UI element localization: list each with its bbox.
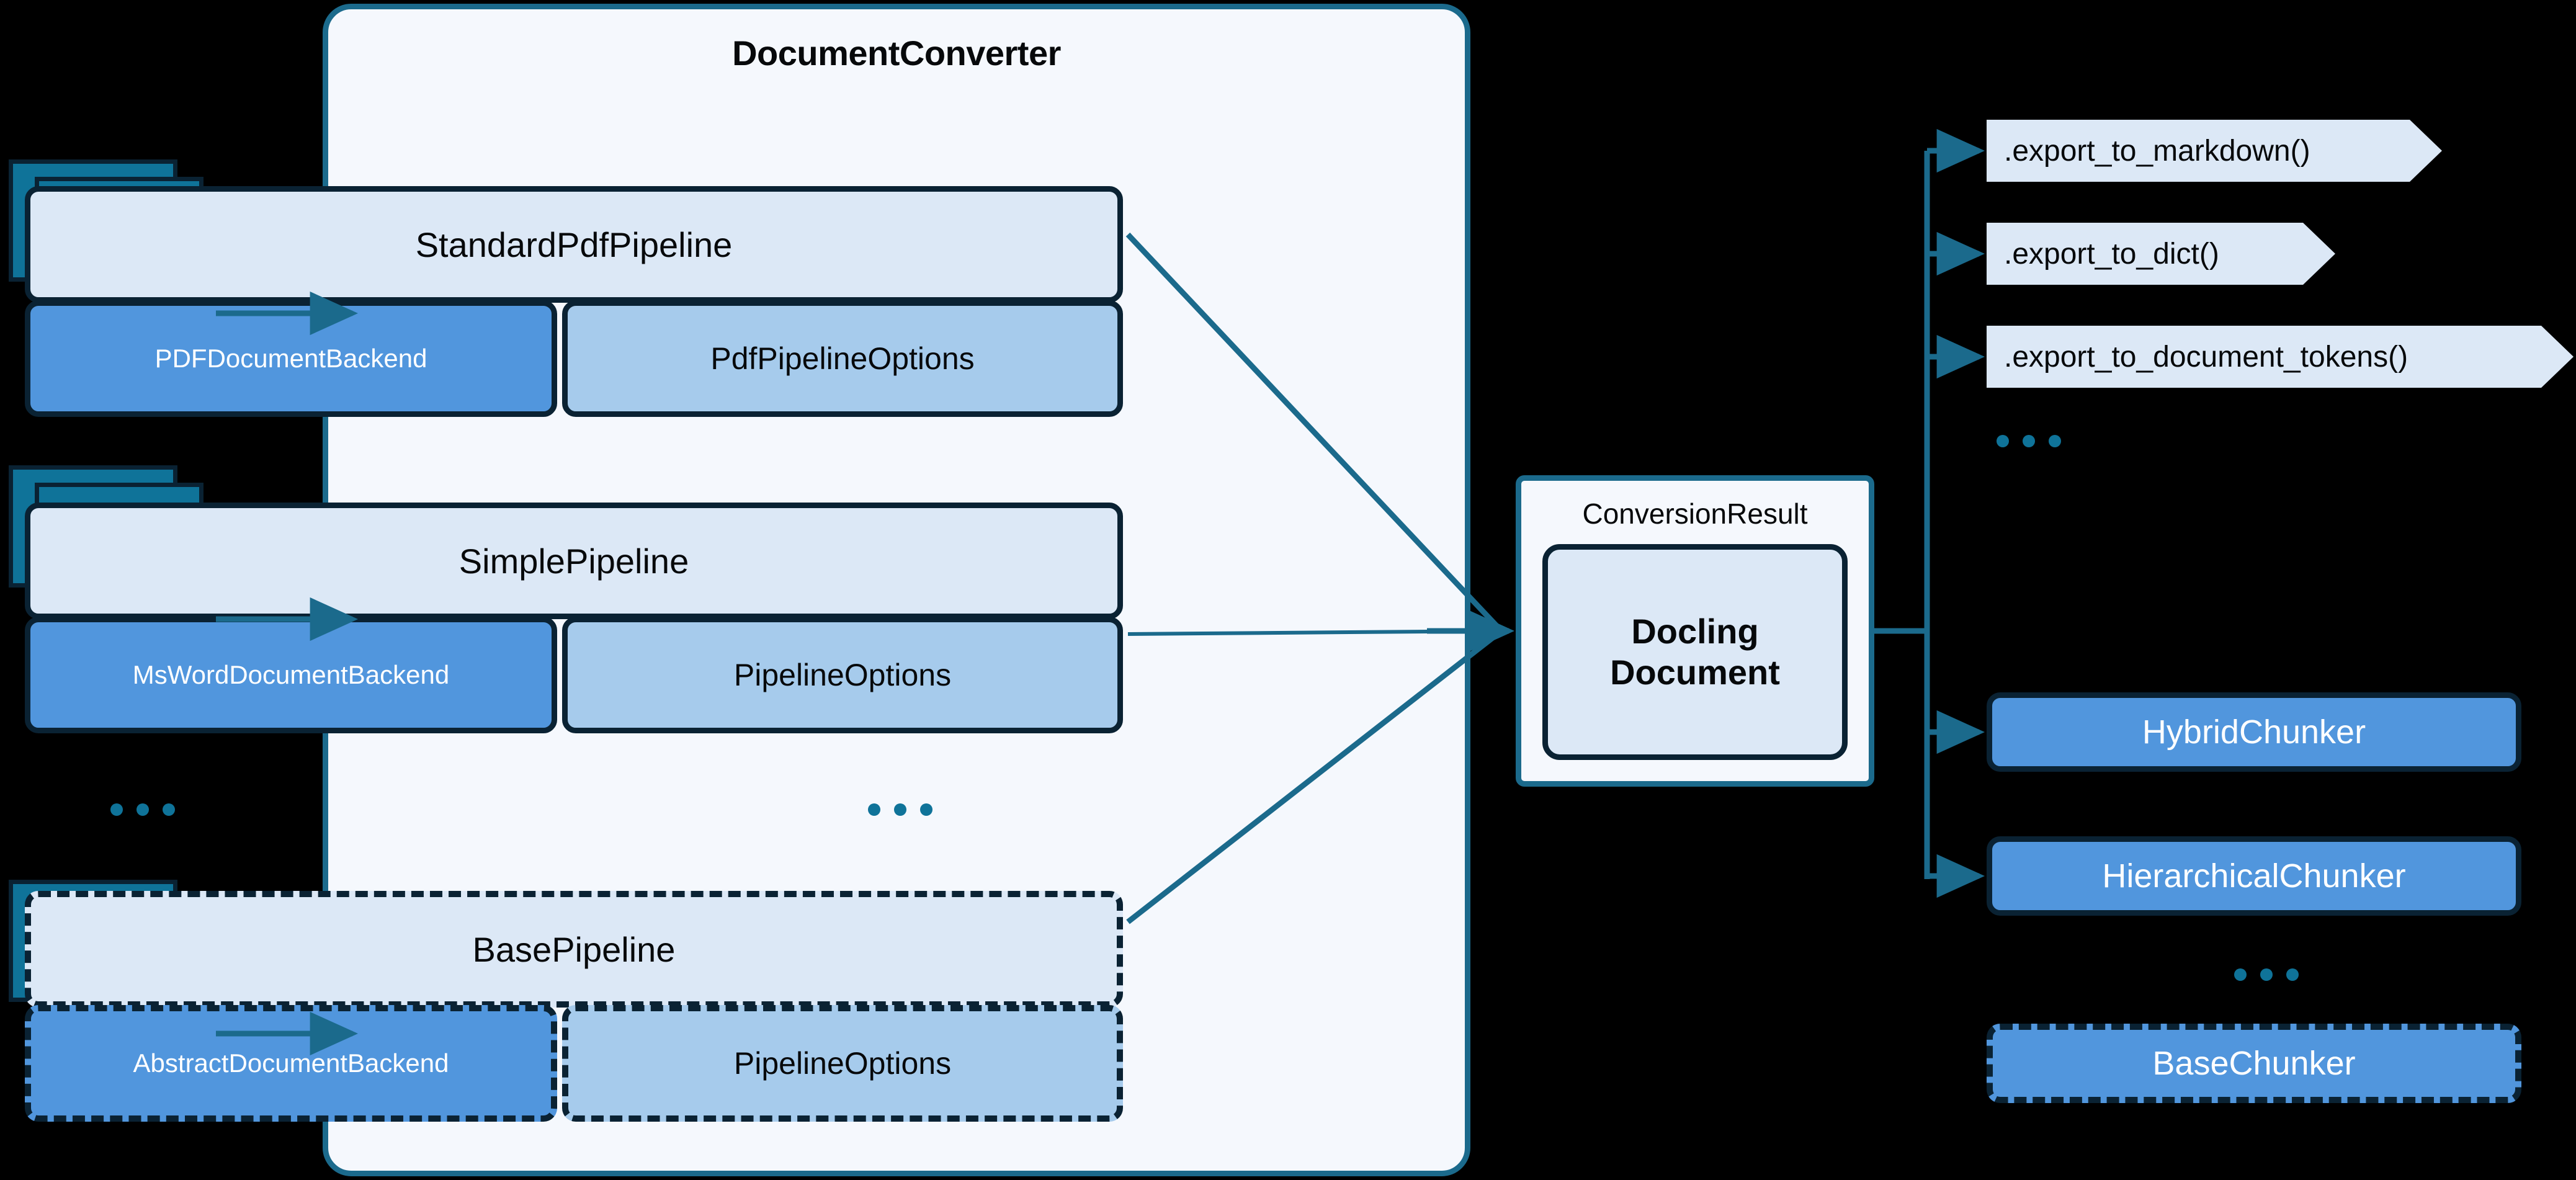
pipelines-ellipsis-dot-1 xyxy=(868,803,880,816)
pipeline-standard-pdf-row: PDFDocumentBackend PdfPipelineOptions xyxy=(25,300,1123,417)
exports-ellipsis-dot-3 xyxy=(2049,435,2061,447)
options-base-pipeline[interactable]: PipelineOptions xyxy=(562,1005,1123,1122)
docling-document-label-line2: Document xyxy=(1610,653,1780,692)
export-to-dict-label: .export_to_dict() xyxy=(2004,237,2219,270)
pipeline-standard-pdf-label: StandardPdfPipeline xyxy=(415,225,733,264)
pipelines-ellipsis-dot-2 xyxy=(894,803,906,816)
document-converter-title: DocumentConverter xyxy=(732,34,1061,73)
backend-abstract-document-label: AbstractDocumentBackend xyxy=(133,1048,449,1078)
chunkers-ellipsis-dot-2 xyxy=(2260,968,2273,981)
options-base-pipeline-label: PipelineOptions xyxy=(733,1046,952,1081)
chunkers-ellipsis-dot-3 xyxy=(2286,968,2299,981)
exports-ellipsis xyxy=(1997,435,2061,447)
chunker-base[interactable]: BaseChunker xyxy=(1987,1024,2521,1103)
edge-result-to-outputs xyxy=(1874,128,1985,898)
backend-msword-document[interactable]: MsWordDocumentBackend xyxy=(25,617,557,733)
exports-ellipsis-dot-1 xyxy=(1997,435,2009,447)
chunkers-ellipsis-dot-1 xyxy=(2234,968,2247,981)
pipeline-base-row: AbstractDocumentBackend PipelineOptions xyxy=(25,1005,1123,1122)
chunkers-ellipsis xyxy=(2234,968,2299,981)
conversion-result-panel: ConversionResult Docling Document xyxy=(1516,475,1874,787)
pipelines-ellipsis-dot-3 xyxy=(920,803,932,816)
chunker-hierarchical-label: HierarchicalChunker xyxy=(2102,857,2406,895)
pipeline-simple-label: SimplePipeline xyxy=(458,541,689,581)
options-pdf-pipeline-label: PdfPipelineOptions xyxy=(710,341,975,376)
inputs-ellipsis-dot-2 xyxy=(136,803,149,816)
pipelines-ellipsis xyxy=(868,803,932,816)
options-pdf-pipeline[interactable]: PdfPipelineOptions xyxy=(562,300,1123,417)
pipeline-group-standard-pdf: StandardPdfPipeline PDFDocumentBackend P… xyxy=(25,186,1123,417)
conversion-result-title: ConversionResult xyxy=(1582,498,1808,530)
pipeline-standard-pdf-header[interactable]: StandardPdfPipeline xyxy=(25,186,1123,303)
export-to-document-tokens-label: .export_to_document_tokens() xyxy=(2004,340,2408,373)
docling-document-label-line1: Docling xyxy=(1631,611,1759,651)
exports-ellipsis-dot-2 xyxy=(2023,435,2035,447)
chunker-hybrid[interactable]: HybridChunker xyxy=(1987,692,2521,772)
chunker-hierarchical[interactable]: HierarchicalChunker xyxy=(1987,836,2521,916)
export-to-markdown-label: .export_to_markdown() xyxy=(2004,134,2310,168)
chunker-base-label: BaseChunker xyxy=(2152,1045,2356,1082)
pipeline-base-header[interactable]: BasePipeline xyxy=(25,891,1123,1008)
inputs-ellipsis-dot-1 xyxy=(110,803,123,816)
inputs-ellipsis-dot-3 xyxy=(163,803,175,816)
pipeline-simple-row: MsWordDocumentBackend PipelineOptions xyxy=(25,617,1123,733)
backend-pdf-document-label: PDFDocumentBackend xyxy=(154,344,427,373)
export-to-document-tokens-chevron[interactable]: .export_to_document_tokens() xyxy=(1987,326,2574,388)
export-to-dict-chevron[interactable]: .export_to_dict() xyxy=(1987,223,2335,285)
options-simple-pipeline-label: PipelineOptions xyxy=(733,658,952,692)
options-simple-pipeline[interactable]: PipelineOptions xyxy=(562,617,1123,733)
pipeline-group-simple: SimplePipeline MsWordDocumentBackend Pip… xyxy=(25,503,1123,733)
pipeline-base-label: BasePipeline xyxy=(472,929,676,969)
export-to-markdown-chevron[interactable]: .export_to_markdown() xyxy=(1987,120,2442,182)
pipeline-group-base: BasePipeline AbstractDocumentBackend Pip… xyxy=(25,891,1123,1122)
docling-document-box[interactable]: Docling Document xyxy=(1542,544,1848,760)
backend-pdf-document[interactable]: PDFDocumentBackend xyxy=(25,300,557,417)
backend-msword-document-label: MsWordDocumentBackend xyxy=(132,660,450,689)
chunker-hybrid-label: HybridChunker xyxy=(2142,713,2366,751)
pipeline-simple-header[interactable]: SimplePipeline xyxy=(25,503,1123,619)
inputs-ellipsis xyxy=(110,803,175,816)
backend-abstract-document[interactable]: AbstractDocumentBackend xyxy=(25,1005,557,1122)
